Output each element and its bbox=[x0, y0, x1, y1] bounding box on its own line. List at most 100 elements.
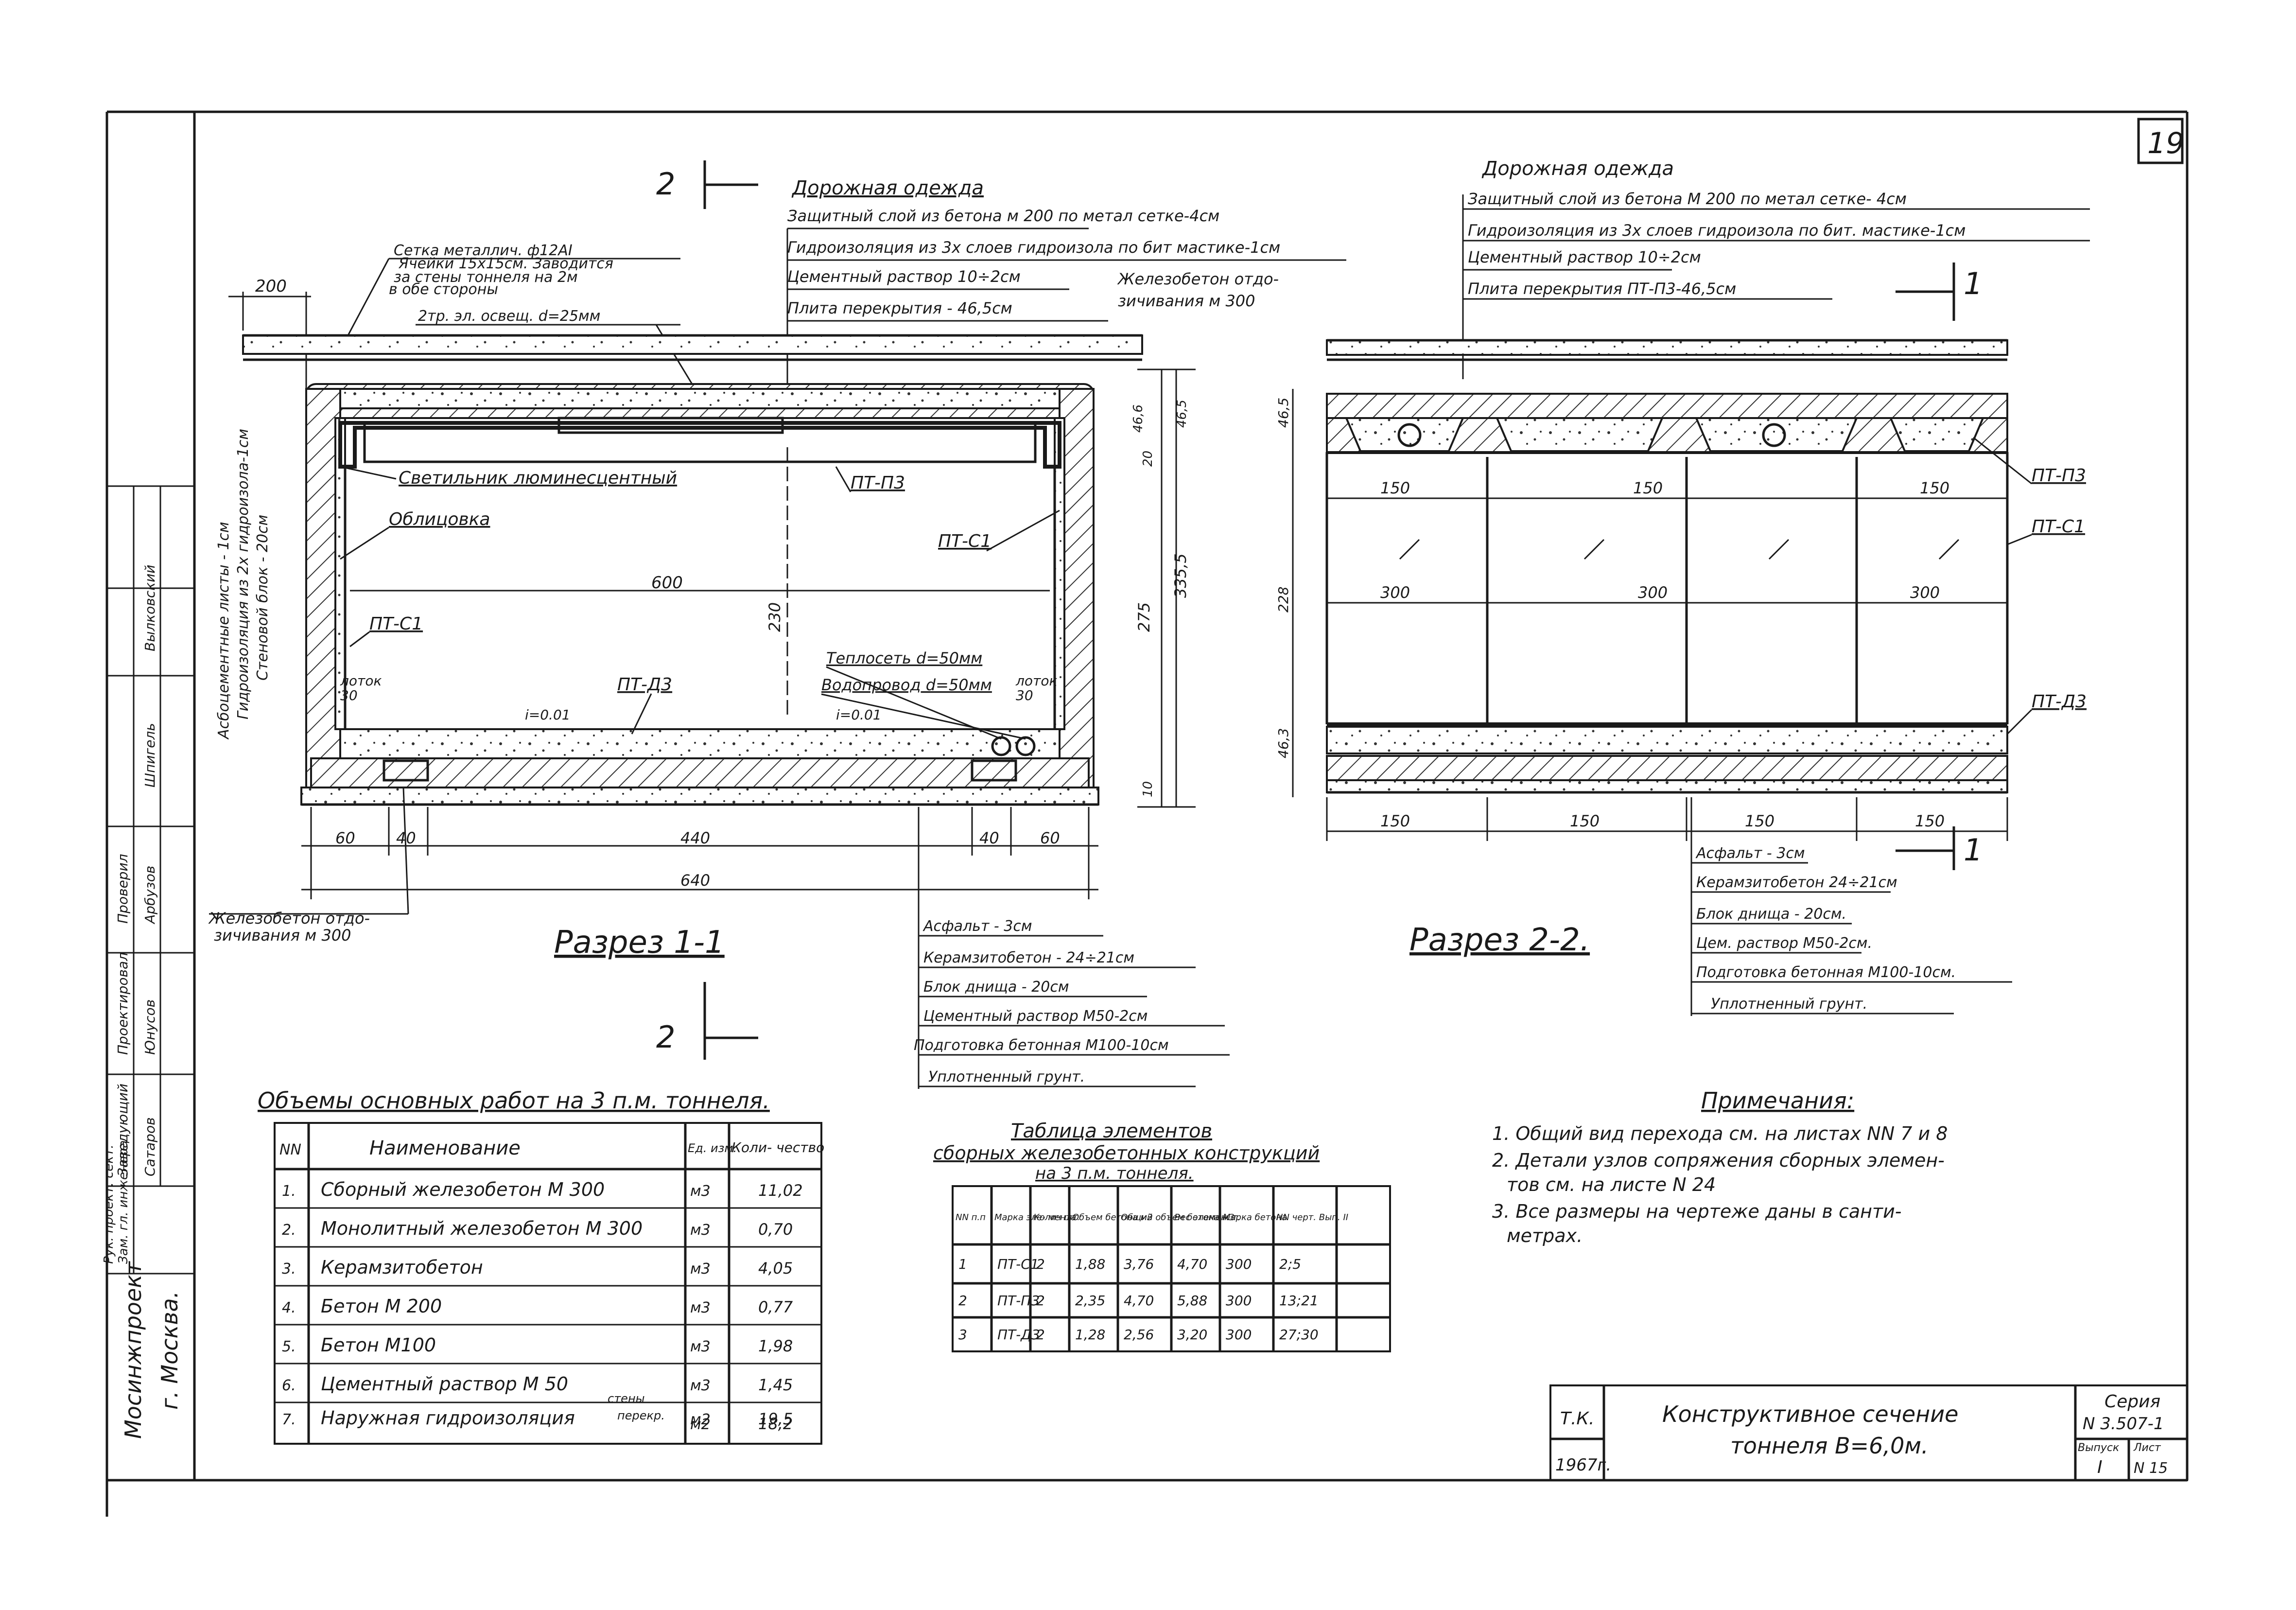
element-cell: 300 bbox=[1226, 1256, 1252, 1272]
floor-layer: Цем. раствор М50-2см. bbox=[1696, 935, 1872, 952]
element-cell: 2 bbox=[958, 1293, 967, 1309]
mesh-note: Сетка металлич. ф12АI Ячейки 15х15см. За… bbox=[339, 242, 696, 389]
row7-unit-2: м2 bbox=[690, 1416, 711, 1433]
floor-prep bbox=[300, 787, 1099, 805]
elements-title-1: Таблица элементов bbox=[1011, 1120, 1212, 1142]
volume-cell: Бетон М 200 bbox=[321, 1295, 442, 1317]
floor-asphalt bbox=[339, 728, 1061, 759]
road-layer: Плита перекрытия - 46,5см bbox=[787, 299, 1012, 317]
volume-cell: м3 bbox=[690, 1299, 711, 1316]
road-layer: Плита перекрытия ПТ-П3-46,5см bbox=[1468, 280, 1736, 298]
volume-cell: 4,05 bbox=[758, 1259, 793, 1278]
tb-title-2: тоннеля В=6,0м. bbox=[1730, 1433, 1929, 1459]
row7-sub-walls: стены bbox=[608, 1392, 645, 1405]
dim-40-right: 40 bbox=[979, 829, 999, 847]
dim-text: 335,5 bbox=[1171, 553, 1190, 598]
volume-cell: Бетон М100 bbox=[321, 1334, 436, 1356]
volumes-header: NN Наименование Ед. изм. Коли- чество bbox=[279, 1137, 824, 1159]
dim-2-2-bot-1: 150 bbox=[1380, 812, 1410, 830]
note-line: 30 bbox=[1016, 687, 1033, 703]
header-cell: Коли- чество bbox=[731, 1139, 824, 1155]
notes-title: Примечания: bbox=[1701, 1087, 1854, 1114]
dim-text: 275 bbox=[1135, 602, 1153, 632]
volume-cell: м3 bbox=[690, 1222, 711, 1239]
volume-cell: 11,02 bbox=[758, 1181, 803, 1200]
side-stamp bbox=[107, 485, 194, 1275]
stamp-person: Шпигель bbox=[142, 723, 158, 788]
volume-cell: м3 bbox=[690, 1377, 711, 1394]
floor-layer: Уплотненный грунт. bbox=[1711, 996, 1867, 1013]
volume-cell: 1,45 bbox=[758, 1376, 793, 1394]
dim-2-2-bot-4: 150 bbox=[1915, 812, 1945, 830]
volume-cell: 1. bbox=[282, 1183, 296, 1200]
row7-value-2: 18,2 bbox=[758, 1415, 793, 1433]
elements-title-3: на 3 п.м. тоннеля. bbox=[1035, 1164, 1194, 1183]
dim-text: 46,6 bbox=[1131, 404, 1146, 433]
floor-layer: Блок днища - 20см. bbox=[1696, 906, 1846, 923]
stamp-person: Сатаров bbox=[142, 1117, 158, 1176]
dim-text: 46,3 bbox=[1275, 728, 1291, 758]
note-line: лоток bbox=[1015, 673, 1057, 689]
dim-2-2-left-228: 228 bbox=[1275, 587, 1291, 612]
element-cell: 27;30 bbox=[1279, 1327, 1319, 1343]
element-header-cell: Марка эле- мента bbox=[994, 1212, 1076, 1223]
note-line: лоток bbox=[340, 673, 382, 689]
cut-mark-2-bottom: 2 bbox=[656, 1019, 675, 1055]
road-header-1: Дорожная одежда bbox=[791, 177, 984, 199]
tb-year: 1967г. bbox=[1555, 1455, 1611, 1475]
dim-335: 335,5 bbox=[1171, 553, 1190, 598]
tb-code: Т.К. bbox=[1560, 1409, 1594, 1429]
pt-d3-label-1: ПТ-Д3 bbox=[617, 675, 672, 695]
water-label: Водопровод d=50мм bbox=[821, 676, 992, 694]
stamp-person: Вылковский bbox=[142, 565, 158, 651]
volume-cell: 1,98 bbox=[758, 1337, 793, 1355]
note-line: за стены тоннеля на 2м bbox=[394, 269, 578, 286]
dim-2-2-top-1: 150 bbox=[1380, 479, 1410, 497]
road-layers-1: Защитный слой из бетона м 200 по метал с… bbox=[786, 207, 1346, 389]
floor-layer: Подготовка бетонная М100-10см. bbox=[1696, 964, 1956, 981]
volume-cell: 3. bbox=[282, 1260, 296, 1278]
tb-series-label: Серия bbox=[2105, 1392, 2160, 1412]
note-2-cont: тов см. на листе N 24 bbox=[1507, 1174, 1716, 1195]
dim-2-2-mid-2: 300 bbox=[1638, 583, 1668, 602]
dim-20: 20 bbox=[1141, 451, 1155, 467]
floor-layer: Блок днища - 20см bbox=[923, 979, 1069, 996]
header-cell: NN bbox=[279, 1141, 301, 1158]
stamp-person: Проектировал bbox=[115, 952, 131, 1055]
elements-columns bbox=[990, 1186, 1338, 1351]
element-header-cell: Вес элемен. т. bbox=[1174, 1212, 1240, 1223]
volume-cell: 4. bbox=[282, 1299, 296, 1316]
dim-10: 10 bbox=[1141, 781, 1155, 797]
cut-mark-2-top: 2 bbox=[656, 166, 675, 202]
dim-2-2-mid-1: 300 bbox=[1380, 583, 1410, 602]
title-block: Т.К. 1967г. Конструктивное сечение тонне… bbox=[1549, 1384, 2188, 1481]
section-2-2-title: Разрез 2-2. bbox=[1409, 922, 1590, 958]
dim-2-2-left-bot: 46,3 bbox=[1275, 728, 1291, 758]
element-cell: 5,88 bbox=[1177, 1293, 1207, 1309]
element-cell: 4,70 bbox=[1124, 1293, 1154, 1309]
road-layers-2: Защитный слой из бетона М 200 по метал с… bbox=[1462, 190, 2090, 379]
floor-layers-2: Асфальт - 3см Керамзитобетон 24÷21см Бло… bbox=[1690, 797, 2012, 1016]
gutter-left-note: лоток 30 bbox=[340, 673, 382, 703]
note-1: 1. Общий вид перехода см. на листах NN 7… bbox=[1492, 1123, 1948, 1144]
road-header-2: Дорожная одежда bbox=[1481, 158, 1674, 180]
note-3: 3. Все размеры на чертеже даны в санти- bbox=[1492, 1201, 1902, 1222]
dim-text: 10 bbox=[1141, 781, 1155, 797]
volume-cell: Цементный раствор М 50 bbox=[321, 1373, 568, 1395]
floor-layer: Подготовка бетонная М100-10см bbox=[914, 1037, 1169, 1054]
road-layer: Гидроизоляция из 3х слоев гидроизола по … bbox=[1468, 221, 1966, 240]
element-cell: 300 bbox=[1226, 1327, 1252, 1343]
road-layer: Защитный слой из бетона м 200 по метал с… bbox=[787, 207, 1219, 225]
note-line: Гидроизоляция из 2х гидроизола-1см bbox=[235, 429, 252, 719]
dim-60-right: 60 bbox=[1040, 829, 1060, 847]
heat-pipe bbox=[991, 736, 1011, 756]
floor-layer: Асфальт - 3см bbox=[922, 918, 1032, 935]
dim-60-left: 60 bbox=[335, 829, 355, 847]
volume-cell: м3 bbox=[690, 1183, 711, 1200]
notes: Примечания: 1. Общий вид перехода см. на… bbox=[1492, 1087, 1948, 1246]
element-cell: 1 bbox=[958, 1256, 967, 1272]
